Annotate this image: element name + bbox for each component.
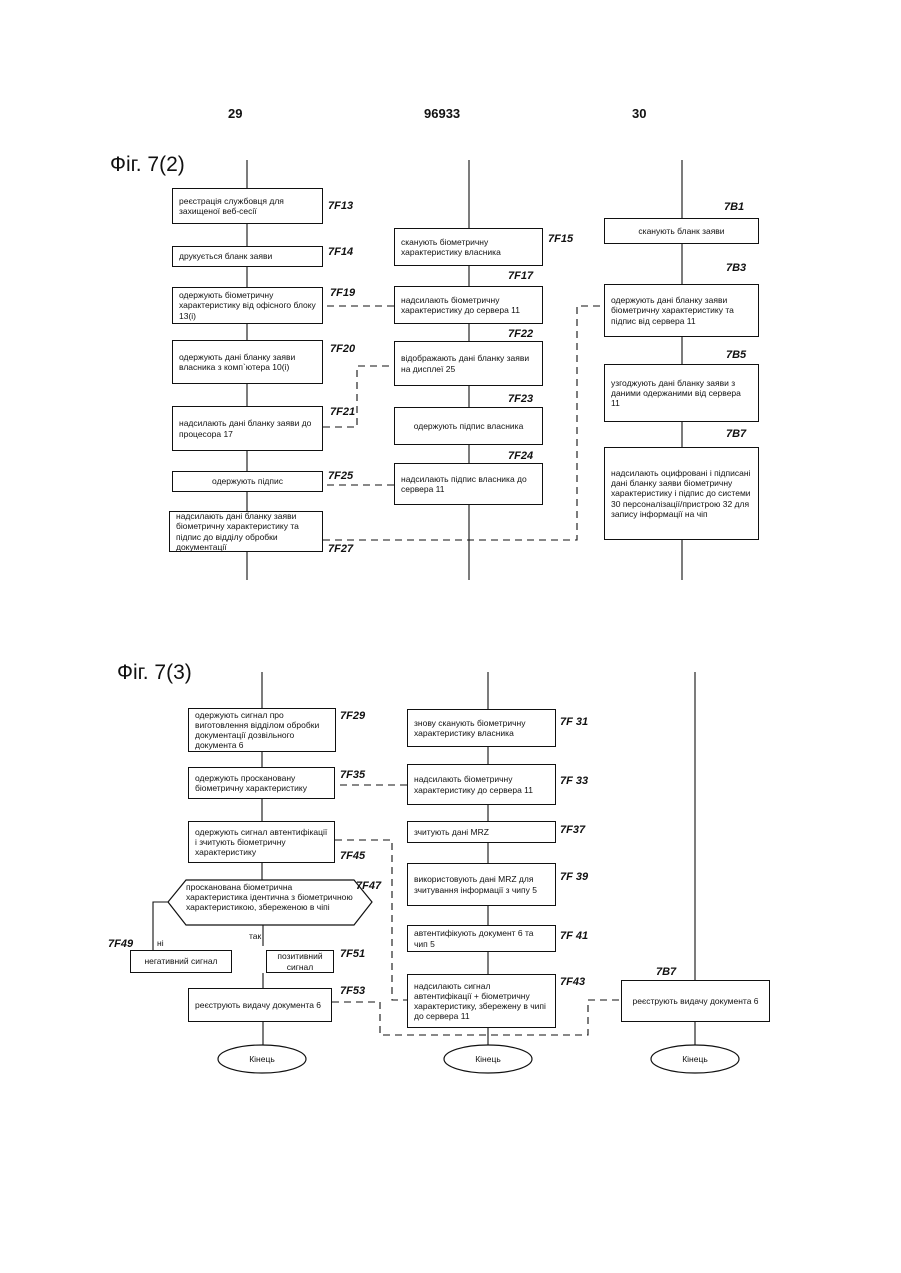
decision-yes-label: так <box>249 931 261 941</box>
ref-7f45: 7F45 <box>340 850 365 862</box>
ref-7f41: 7F 41 <box>560 930 588 942</box>
step-7b3-box: одержують дані бланку заяви біометричну … <box>604 284 759 337</box>
ref-7f47: 7F47 <box>356 880 381 892</box>
step-7f49-box: негативний сигнал <box>130 950 232 973</box>
ref-7f37: 7F37 <box>560 824 585 836</box>
step-7f29-box: одержують сигнал про виготовлення відділ… <box>188 708 336 752</box>
ref-7f33: 7F 33 <box>560 775 588 787</box>
step-7f15-box: сканують біометричну характеристику влас… <box>394 228 543 266</box>
ref-7f14: 7F14 <box>328 246 353 258</box>
ref-7b1: 7B1 <box>724 201 744 213</box>
ref-7f25: 7F25 <box>328 470 353 482</box>
ref-7f20: 7F20 <box>330 343 355 355</box>
step-7f41-box: автентифікують документ 6 та чип 5 <box>407 925 556 952</box>
step-7b1-box: сканують бланк заяви <box>604 218 759 244</box>
ref-7f29: 7F29 <box>340 710 365 722</box>
ref-7f31: 7F 31 <box>560 716 588 728</box>
step-7f17-box: надсилають біометричну характеристику до… <box>394 286 543 324</box>
step-7f19-box: одержують біометричну характеристику від… <box>172 287 323 324</box>
step-7f20-box: одержують дані бланку заяви власника з к… <box>172 340 323 384</box>
step-7f27-box: надсилають дані бланку заяви біометричну… <box>169 511 323 552</box>
step-7b5-box: узгоджують дані бланку заяви з даними од… <box>604 364 759 422</box>
decision-no-label: ні <box>157 938 164 948</box>
ref-7b3: 7B3 <box>726 262 746 274</box>
ref-7f51: 7F51 <box>340 948 365 960</box>
ref-7f24: 7F24 <box>508 450 533 462</box>
step-7f53-box: реєструють видачу документа 6 <box>188 988 332 1022</box>
end-terminal-middle: Кінець <box>444 1045 532 1073</box>
step-7b7-box: надсилають оцифровані і підписані дані б… <box>604 447 759 540</box>
ref-7f21: 7F21 <box>330 406 355 418</box>
step-7b7-register-box: реєструють видачу документа 6 <box>621 980 770 1022</box>
ref-7f53: 7F53 <box>340 985 365 997</box>
ref-7f49: 7F49 <box>108 938 133 950</box>
ref-7f39: 7F 39 <box>560 871 588 883</box>
ref-7f22: 7F22 <box>508 328 533 340</box>
end-terminal-right: Кінець <box>651 1045 739 1073</box>
ref-7b5: 7B5 <box>726 349 746 361</box>
step-7f21-box: надсилають дані бланку заяви до процесор… <box>172 406 323 451</box>
ref-7f17: 7F17 <box>508 270 533 282</box>
step-7f25-box: одержують підпис <box>172 471 323 492</box>
end-terminal-left: Кінець <box>218 1045 306 1073</box>
ref-7f27: 7F27 <box>328 543 353 555</box>
step-7f35-box: одержують проскановану біометричну харак… <box>188 767 335 799</box>
ref-7f19: 7F19 <box>330 287 355 299</box>
step-7f33-box: надсилають біометричну характеристику до… <box>407 764 556 805</box>
ref-7f43: 7F43 <box>560 976 585 988</box>
step-7f14-box: друкується бланк заяви <box>172 246 323 267</box>
step-7f43-box: надсилають сигнал автентифікації + біоме… <box>407 974 556 1028</box>
figure-title-7-2: Фіг. 7(2) <box>110 153 185 177</box>
step-7f23-box: одержують підпис власника <box>394 407 543 445</box>
ref-7f23: 7F23 <box>508 393 533 405</box>
ref-7f35: 7F35 <box>340 769 365 781</box>
step-7f22-box: відображають дані бланку заяви на диспле… <box>394 341 543 386</box>
step-7f24-box: надсилають підпис власника до сервера 11 <box>394 463 543 505</box>
decision-7f47: просканована біометрична характеристика … <box>186 882 354 913</box>
ref-7b7-register: 7B7 <box>656 966 676 978</box>
step-7f45-box: одержують сигнал автентифікації і зчитую… <box>188 821 335 863</box>
ref-7b7: 7B7 <box>726 428 746 440</box>
step-7f31-box: знову сканують біометричну характеристик… <box>407 709 556 747</box>
figure-title-7-3: Фіг. 7(3) <box>117 661 192 685</box>
step-7f13-box: реєстрація службовця для захищеної веб-с… <box>172 188 323 224</box>
step-7f39-box: використовують дані MRZ для зчитування і… <box>407 863 556 906</box>
ref-7f15: 7F15 <box>548 233 573 245</box>
step-7f51-box: позитивний сигнал <box>266 950 334 973</box>
ref-7f13: 7F13 <box>328 200 353 212</box>
step-7f37-box: зчитують дані MRZ <box>407 821 556 843</box>
